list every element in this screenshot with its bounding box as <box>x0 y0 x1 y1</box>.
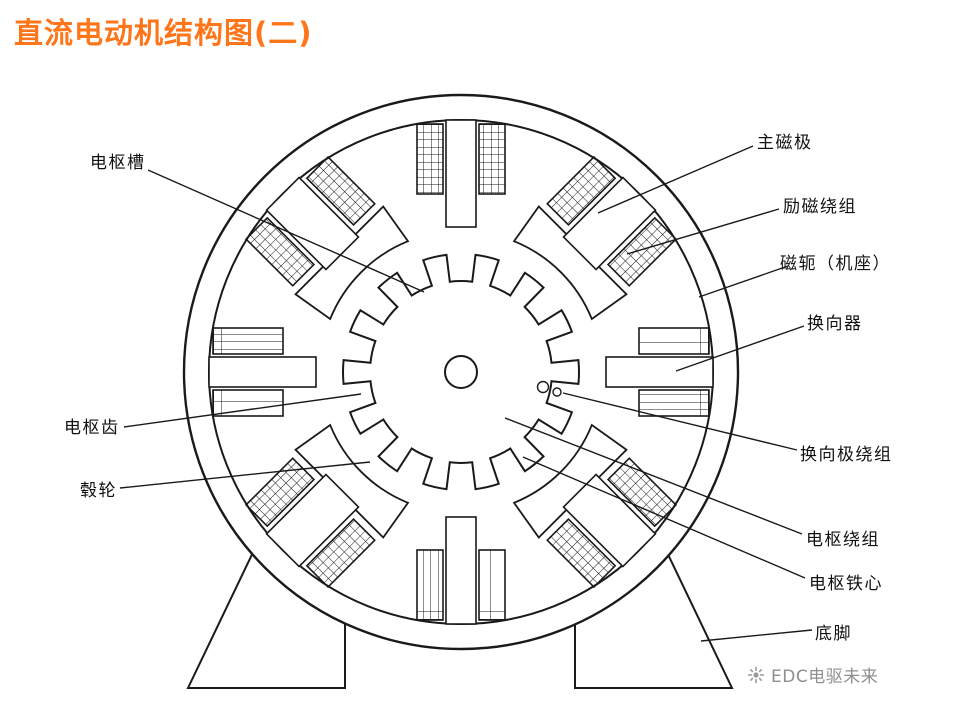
leader-armature-winding <box>504 417 803 535</box>
leader-commutating-pole-winding <box>562 392 798 451</box>
shaft-circle <box>444 355 478 389</box>
label-commutator: 换向器 <box>807 314 863 334</box>
winding-conductor-dot <box>552 387 562 397</box>
label-commutating-pole-winding: 换向极绕组 <box>800 445 893 465</box>
leader-main-pole <box>597 145 754 214</box>
label-yoke-frame: 磁轭（机座） <box>780 254 891 274</box>
stator-and-rotor <box>208 119 714 625</box>
watermark: EDC电驱未来 <box>746 662 878 687</box>
leader-armature-tooth <box>123 393 362 428</box>
label-main-pole: 主磁极 <box>757 133 813 153</box>
label-armature-core: 电枢铁心 <box>809 574 883 594</box>
leader-armature-core <box>522 456 806 579</box>
label-armature-winding: 电枢绕组 <box>806 530 880 550</box>
watermark-text: EDC电驱未来 <box>771 667 879 687</box>
leader-commutator <box>675 325 805 372</box>
label-field-winding: 励磁绕组 <box>783 197 857 217</box>
leader-armature-slot <box>147 169 425 293</box>
leader-lines <box>119 145 813 642</box>
label-armature-tooth: 电枢齿 <box>64 418 120 438</box>
leader-hub <box>119 461 371 489</box>
leader-field-winding <box>626 208 780 255</box>
edc-logo-icon <box>748 666 764 683</box>
label-armature-slot: 电枢槽 <box>90 153 146 173</box>
leader-yoke-frame <box>698 265 789 298</box>
slide-title: 直流电动机结构图(二) <box>14 16 313 50</box>
label-base-foot: 底脚 <box>815 624 852 644</box>
winding-conductor-dot <box>536 380 550 394</box>
label-hub: 毂轮 <box>80 481 117 501</box>
leader-base-foot <box>700 629 813 642</box>
